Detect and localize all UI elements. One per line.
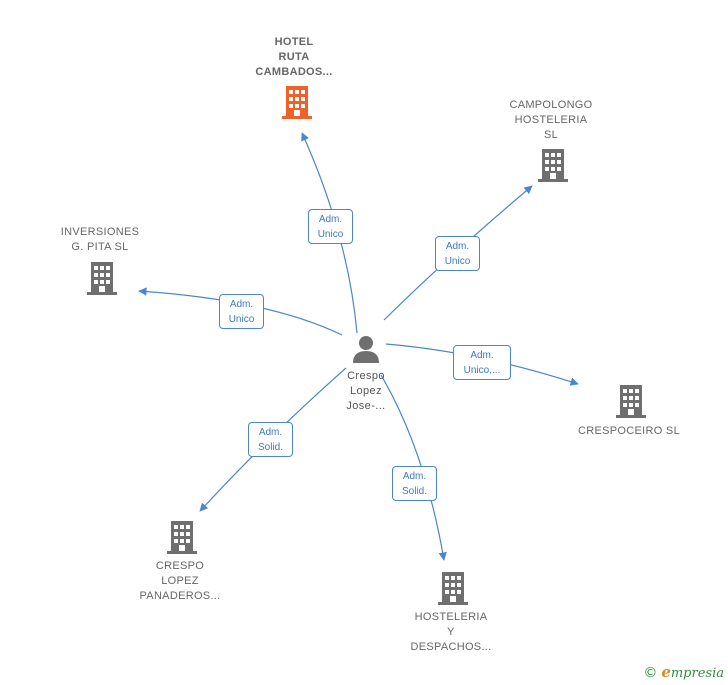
node-label-center[interactable]: Crespo Lopez Jose-...: [346, 370, 386, 412]
edge-label-hotel: Adm. Unico: [308, 209, 353, 244]
building-icon-highlight[interactable]: [281, 85, 313, 119]
building-icon[interactable]: [615, 384, 647, 418]
person-icon[interactable]: [351, 334, 381, 364]
brand-logo-initial: e: [661, 663, 671, 681]
building-icon[interactable]: [537, 148, 569, 182]
brand-footer: ©empresia: [643, 663, 724, 681]
node-label-hotel[interactable]: HOTEL RUTA CAMBADOS...: [255, 36, 333, 78]
node-label-inversiones[interactable]: INVERSIONES G. PITA SL: [60, 226, 140, 253]
copyright-icon: ©: [643, 665, 658, 681]
edge-label-crespoceiro: Adm. Unico,...: [453, 345, 511, 380]
brand-logo-text: mpresia: [670, 666, 724, 681]
building-icon[interactable]: [86, 261, 118, 295]
node-label-hosteleria[interactable]: HOSTELERIA Y DESPACHOS...: [410, 611, 492, 653]
node-label-panaderos[interactable]: CRESPO LOPEZ PANADEROS...: [139, 560, 221, 602]
node-label-campolongo[interactable]: CAMPOLONGO HOSTELERIA SL: [509, 99, 593, 141]
node-label-crespoceiro[interactable]: CRESPOCEIRO SL: [577, 425, 680, 437]
edge-line-hosteleria: [380, 374, 447, 561]
edge-label-inversiones: Adm. Unico: [219, 294, 264, 329]
building-icon[interactable]: [437, 571, 469, 605]
edge-label-hosteleria: Adm. Solid.: [392, 466, 437, 501]
edge-label-campolongo: Adm. Unico: [435, 236, 480, 271]
edge-label-panaderos: Adm. Solid.: [248, 422, 293, 457]
building-icon[interactable]: [166, 520, 198, 554]
